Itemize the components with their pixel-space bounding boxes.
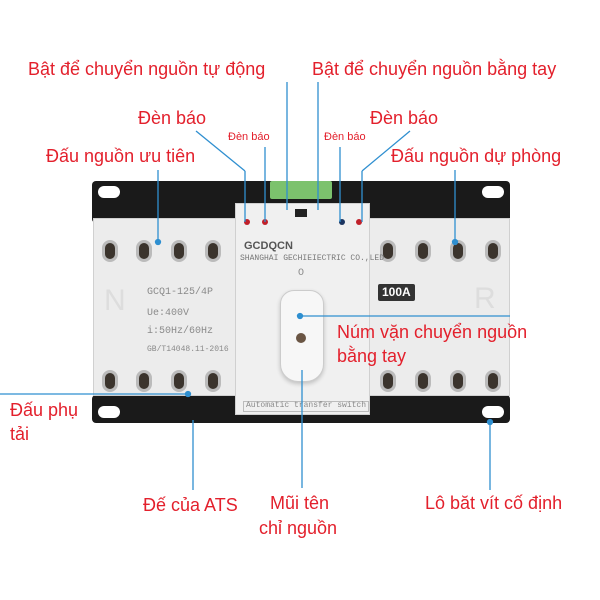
terminal-hole [171,240,187,262]
terminal-hole [205,240,221,262]
terminal-hole [415,370,431,392]
label-indicator-left: Đèn báo [138,108,207,128]
model: GCQ1-125/4P [147,287,214,298]
terminal-hole [102,370,118,392]
label-indicator-left-small: Đèn báo [228,131,270,143]
mode-switch[interactable] [295,209,307,217]
label-manual-switch: Bật để chuyển nguồn bằng tay [312,59,557,79]
right-letter: R [474,282,496,315]
label-arrow-2: chỉ nguồn [259,518,338,538]
label-backup-source: Đấu nguồn dự phòng [391,146,562,166]
terminal-hole [485,240,501,262]
terminal-hole [102,240,118,262]
terminal-hole [380,370,396,392]
label-load-1: Đấu phụ [10,400,79,420]
indicator-led [356,219,362,225]
rating-badge: 100A [378,284,415,302]
frequency: i:50Hz/60Hz [147,326,214,337]
indicator-led [244,219,250,225]
maker: SHANGHAI GECHIEIECTRIC CO.,LED [240,254,385,263]
voltage: Ue:400V [147,308,190,319]
label-knob-2: bằng tay [337,346,407,366]
brand: GCDQCN [244,240,293,252]
terminal-hole [205,370,221,392]
terminal-hole [485,370,501,392]
terminal-hole [171,370,187,392]
indicator-led [339,219,345,225]
terminal-hole [136,240,152,262]
terminal-hole [450,370,466,392]
mount-hole-bl [98,406,120,418]
label-indicator-right: Đèn báo [370,108,439,128]
label-base: Đế của ATS [143,495,238,515]
mount-hole-br [482,406,504,418]
label-knob-1: Núm vặn chuyển nguồn [337,322,528,342]
footer: Automatic transfer switch [243,401,370,412]
standard: GB/T14048.11-2016 [147,345,229,354]
label-indicator-right-small: Đèn báo [324,131,366,143]
label-arrow-1: Mũi tên [270,493,330,513]
terminal-hole [136,370,152,392]
terminal-block [270,181,332,199]
terminal-hole [380,240,396,262]
off-mark: O [298,268,305,279]
label-priority-source: Đấu nguồn ưu tiên [46,146,196,166]
mount-hole-right [482,186,504,198]
label-mount-holes: Lô băt vít cố định [425,493,563,513]
label-load-2: tải [10,424,30,444]
knob-screw [296,333,306,343]
terminal-hole [415,240,431,262]
mount-hole-left [98,186,120,198]
label-auto-switch: Bật để chuyển nguồn tự động [28,59,266,79]
left-letter: N [104,284,126,317]
